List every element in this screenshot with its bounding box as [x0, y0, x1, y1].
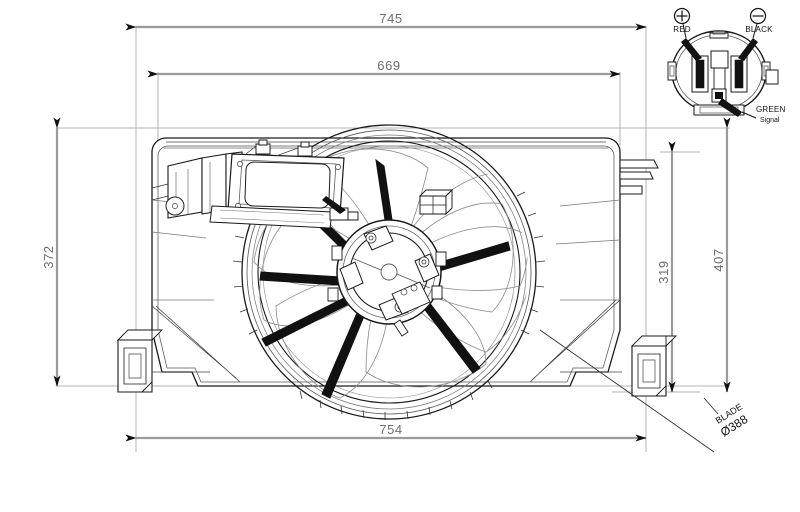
green-leader-arrow: [718, 98, 742, 117]
shroud-ring-serrations: [299, 380, 493, 420]
dimension-top-inner: 669: [377, 58, 401, 73]
dimension-lines: [53, 23, 731, 442]
dimension-top-outer: 745: [379, 11, 403, 26]
dimension-right-inner: 319: [656, 260, 671, 284]
fan-blades: [253, 148, 528, 399]
blade-leader-tail: [703, 397, 719, 415]
blade-diameter-leader: [539, 329, 715, 453]
polarity-plus-icon: [673, 7, 691, 25]
connector-red-label: RED: [673, 25, 691, 34]
fan-hub: [327, 219, 447, 337]
mounting-foot-right: [630, 335, 678, 397]
connector-green-label: GREEN: [756, 105, 785, 114]
connector-black-label: BLACK: [745, 25, 773, 34]
fan-shroud-ring: [241, 124, 537, 420]
connector-detail: RED BLACK GREEN Signal: [667, 7, 785, 124]
dimension-bottom: 754: [379, 422, 403, 437]
connector-signal-label: Signal: [760, 117, 780, 124]
shroud-ring-serrations-right: [516, 191, 546, 335]
red-leader-arrow: [681, 38, 702, 61]
shroud-side-tab-right: [619, 159, 659, 195]
polarity-minus-icon: [749, 7, 767, 25]
blade-callout-group: BLADE Ø388: [714, 402, 751, 440]
dimension-right-outer: 407: [711, 248, 726, 272]
motor-control-module: [151, 139, 454, 229]
black-leader-arrow: [738, 38, 758, 61]
mounting-foot-left: [116, 329, 164, 393]
dimension-left-vertical: 372: [41, 245, 56, 269]
